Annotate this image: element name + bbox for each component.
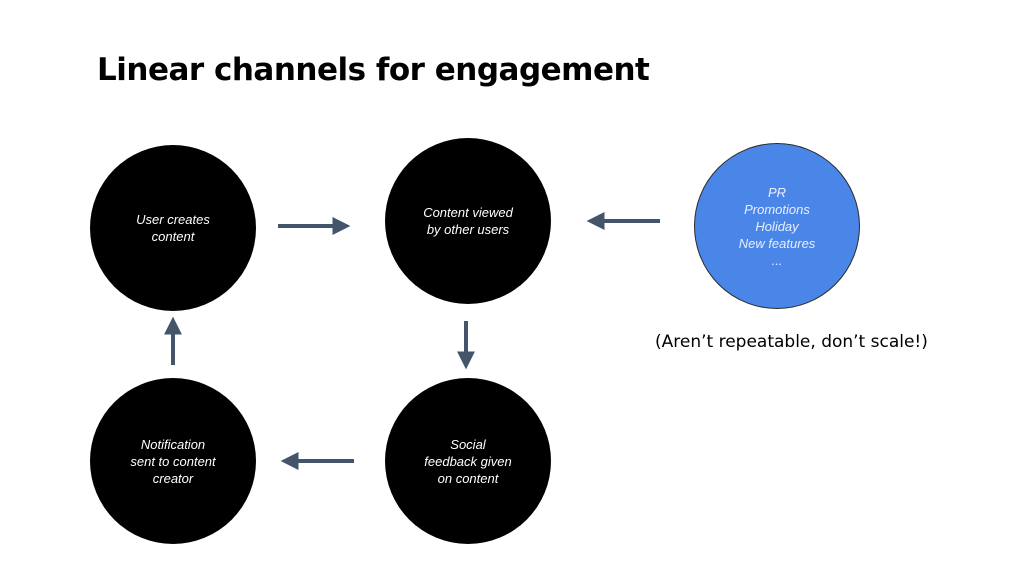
slide-title: Linear channels for engagement — [97, 52, 650, 88]
node-notification-sent: Notification sent to content creator — [90, 378, 256, 544]
node-content-viewed: Content viewed by other users — [385, 138, 551, 304]
node-label: PR Promotions Holiday New features ... — [738, 185, 816, 268]
node-external-channels: PR Promotions Holiday New features ... — [694, 143, 860, 309]
node-social-feedback: Social feedback given on content — [385, 378, 551, 544]
node-label: Content viewed by other users — [423, 205, 513, 237]
node-label: Social feedback given on content — [424, 436, 512, 486]
node-user-creates-content: User creates content — [90, 145, 256, 311]
node-label: Notification sent to content creator — [130, 436, 216, 486]
scaling-note: (Aren’t repeatable, don’t scale!) — [655, 332, 928, 352]
node-label: User creates content — [136, 212, 210, 244]
